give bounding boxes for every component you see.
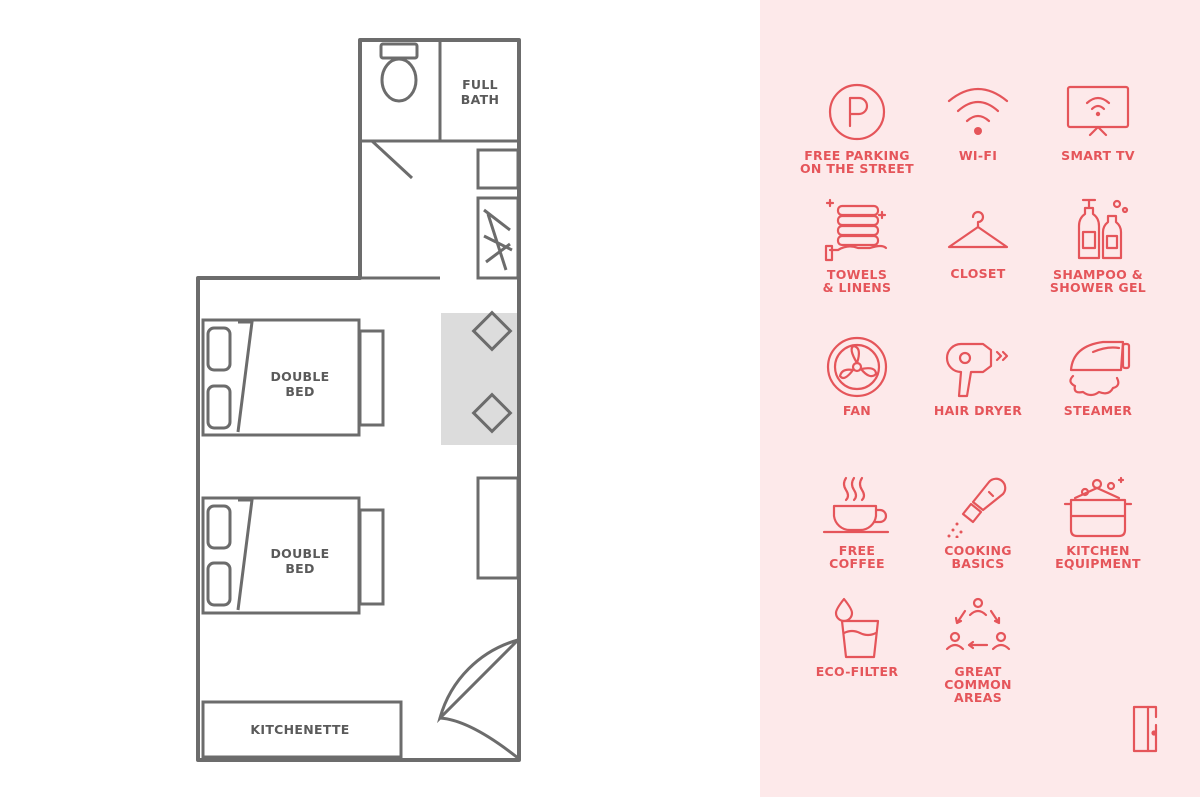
amenity-eco-filter: ECO-FILTER xyxy=(782,597,932,678)
amenity-label: TOWELS & LINENS xyxy=(822,267,892,295)
shampoo-bottles-icon xyxy=(1077,198,1129,260)
amenity-fan: FAN xyxy=(782,336,932,417)
room-label-bed-2-line-2: BED xyxy=(285,561,314,576)
closet-hangers xyxy=(483,208,513,271)
amenity-label: FREE COFFEE xyxy=(829,543,885,571)
amenity-label: ECO-FILTER xyxy=(815,664,899,679)
amenity-label: FAN xyxy=(842,403,872,418)
amenity-label: STEAMER xyxy=(1063,403,1133,418)
amenity-smart-tv: SMART TV xyxy=(1023,83,1173,162)
nightstand-2 xyxy=(471,392,513,434)
water-glass-icon xyxy=(834,597,880,659)
cooking-pot-icon xyxy=(1063,476,1133,538)
amenity-towels: TOWELS & LINENS xyxy=(782,198,932,294)
bed-2-pillow xyxy=(206,561,232,607)
amenity-label: SMART TV xyxy=(1061,148,1135,163)
room-label-bed-1-line-2: BED xyxy=(285,384,314,399)
door-arc xyxy=(439,716,519,760)
bed-2-pillow xyxy=(206,504,232,550)
nightstand-area xyxy=(441,313,517,445)
amenity-shampoo: SHAMPOO & SHOWER GEL xyxy=(1023,198,1173,294)
fan-icon xyxy=(826,336,888,398)
bed-1-blanket-fold xyxy=(236,320,254,433)
entry-door xyxy=(437,638,520,724)
wardrobe xyxy=(476,476,520,580)
brand-logo-icon xyxy=(1132,705,1158,753)
amenity-kitchen-equipment: KITCHEN EQUIPMENT xyxy=(1023,476,1173,570)
bed-2-blanket-fold xyxy=(236,498,254,611)
nightstand-1 xyxy=(471,310,513,352)
amenity-label: COOKING BASICS xyxy=(944,543,1012,571)
smart-tv-icon xyxy=(1066,85,1130,137)
bath-door xyxy=(370,139,414,180)
room-label-bed-1-line-1: DOUBLE xyxy=(271,369,330,384)
amenity-label: SHAMPOO & SHOWER GEL xyxy=(1049,267,1147,295)
amenity-coffee: FREE COFFEE xyxy=(782,476,932,570)
amenity-parking: FREE PARKING ON THE STREET xyxy=(782,83,932,175)
bed-1-headboard xyxy=(358,329,385,427)
hair-dryer-icon xyxy=(945,342,1009,398)
toilet-bowl xyxy=(380,57,418,103)
parking-icon xyxy=(828,83,886,141)
bed-1-pillow xyxy=(206,326,232,372)
amenity-common-areas: GREAT COMMON AREAS xyxy=(903,597,1053,704)
towels-icon xyxy=(824,198,888,262)
hanger-icon xyxy=(947,210,1009,249)
toilet-tank xyxy=(379,42,419,60)
amenity-label: WI-FI xyxy=(958,148,998,163)
amenities-panel: FREE PARKING ON THE STREET WI-FI SMART T… xyxy=(760,0,1200,797)
closet-unit xyxy=(476,196,520,280)
floor-plan: FULL BATH DOUBLE BED DOUBLE BED KITCHENE… xyxy=(196,38,521,762)
amenity-label: FREE PARKING ON THE STREET xyxy=(800,148,914,176)
amenity-label: GREAT COMMON AREAS xyxy=(944,664,1012,705)
room-label-full-bath-1: FULL xyxy=(462,77,498,92)
amenity-steamer: STEAMER xyxy=(1023,336,1173,417)
amenity-label: CLOSET xyxy=(950,266,1006,281)
bed-2-headboard xyxy=(358,508,385,606)
amenity-label: HAIR DRYER xyxy=(933,403,1023,418)
bathroom-wall xyxy=(360,40,519,143)
amenity-hair-dryer: HAIR DRYER xyxy=(903,340,1053,417)
steamer-icon xyxy=(1069,340,1131,397)
shelf-unit xyxy=(476,148,520,190)
amenity-closet: CLOSET xyxy=(903,205,1053,280)
salt-shaker-icon xyxy=(947,477,1007,538)
amenity-wifi: WI-FI xyxy=(903,83,1053,162)
room-label-bed-2-line-1: DOUBLE xyxy=(271,546,330,561)
room-label-full-bath-2: BATH xyxy=(461,92,499,107)
people-cycle-icon xyxy=(945,597,1011,651)
amenity-label: KITCHEN EQUIPMENT xyxy=(1055,543,1141,571)
amenity-cooking-basics: COOKING BASICS xyxy=(903,476,1053,570)
room-label-kitchenette: KITCHENETTE xyxy=(250,722,349,737)
kitchenette-counter xyxy=(201,700,403,759)
bed-1-pillow xyxy=(206,384,232,430)
wifi-icon xyxy=(947,88,1009,135)
coffee-cup-icon xyxy=(822,476,890,534)
